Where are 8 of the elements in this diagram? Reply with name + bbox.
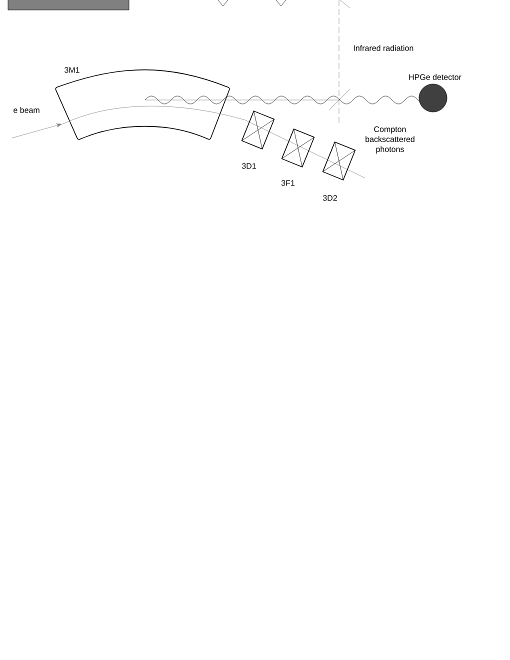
- label: 3D1: [242, 163, 256, 169]
- label: e beam: [14, 107, 40, 113]
- label: 3F1: [281, 180, 294, 186]
- label: HPGe detector: [409, 74, 462, 80]
- label: 3M1: [64, 67, 80, 73]
- label: Infrared radiation: [354, 45, 414, 51]
- label: 3D2: [322, 195, 337, 201]
- label: Compton backscattered photons: [366, 126, 414, 154]
